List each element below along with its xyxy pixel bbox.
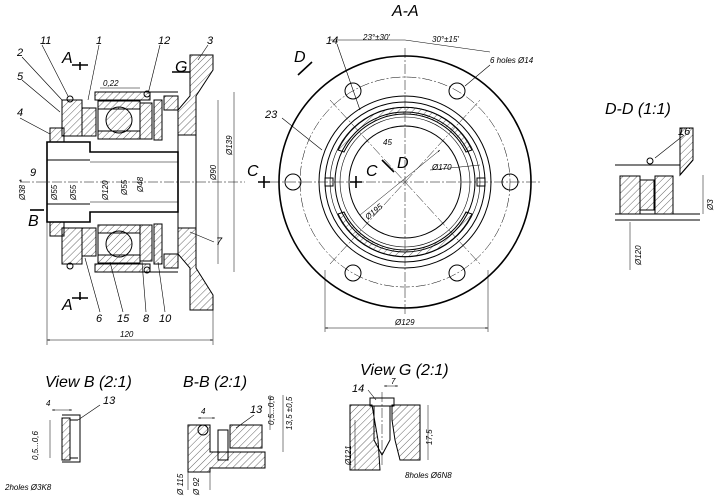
section-bb-title: B-B (2:1) [183, 374, 247, 391]
part-number-13-bb: 13 [250, 404, 263, 416]
section-letter-b: B [28, 213, 39, 230]
hub-shaft [46, 141, 179, 223]
bb-d115: Ø 115 [176, 473, 185, 496]
bolt-hole [344, 82, 362, 100]
part-number-8: 8 [143, 313, 150, 325]
part-number-4: 4 [17, 107, 23, 119]
part-number-5: 5 [17, 71, 24, 83]
dim-d55-inner: Ø55 [69, 184, 78, 201]
bolt-hole [344, 264, 362, 282]
part-number-11: 11 [40, 35, 51, 47]
dim-d55-bore: Ø55 [50, 184, 59, 201]
section-dd-title: D-D (1:1) [605, 101, 671, 118]
section-letter-c-right: C [366, 163, 378, 180]
part-number-6: 6 [96, 313, 103, 325]
part-number-16: 16 [678, 126, 691, 138]
part-number-15: 15 [117, 313, 130, 325]
section-letter-g: G [175, 59, 187, 76]
dim-gap: 0,22 [103, 79, 119, 88]
section-aa-view [258, 39, 540, 332]
dim-d90: Ø90 [209, 164, 218, 181]
dim-dd-d3: Ø3 [706, 199, 715, 211]
flange-lower [177, 227, 214, 311]
part-number-14-g: 14 [352, 383, 364, 395]
bolt-hole [448, 82, 466, 100]
part-number-9: 9 [30, 167, 36, 179]
dim-angle-23: 23°±30' [362, 33, 390, 42]
dim-dd-d120: Ø120 [634, 245, 643, 266]
part-number-2: 2 [16, 47, 23, 59]
bb-width: 4 [201, 407, 206, 416]
dim-d38: Ø38 * [18, 179, 27, 201]
view-g-height: 17,5 [425, 429, 434, 445]
section-letter-a-bottom: A [61, 297, 73, 314]
part-number-10: 10 [159, 313, 172, 325]
view-b-title: View B (2:1) [45, 374, 132, 391]
dim-d129: Ø129 [394, 318, 415, 327]
bolt-hole [284, 173, 302, 191]
view-b [49, 404, 101, 463]
bb-d92: Ø 92 [192, 477, 201, 496]
dim-d120: Ø120 [101, 180, 110, 201]
view-b-width: 4 [46, 399, 51, 408]
view-g-title: View G (2:1) [360, 362, 449, 379]
part-number-12: 12 [158, 35, 170, 47]
section-aa-title: A-A [391, 3, 419, 20]
view-g [349, 385, 429, 471]
part-number-3: 3 [207, 35, 214, 47]
dim-d139: Ø139 [225, 135, 234, 156]
section-dd-view [615, 127, 704, 270]
view-b-depth: 0,5...0,6 [31, 431, 40, 460]
section-bb-view [187, 395, 284, 490]
section-letter-d-center: D [397, 155, 409, 172]
dim-d195: Ø195 [363, 202, 385, 222]
main-section-view [19, 44, 245, 345]
section-letter-d-top: D [294, 49, 306, 66]
part-number-23: 23 [264, 109, 278, 121]
part-number-14-aa: 14 [326, 35, 338, 47]
dim-angle-45: 45 [383, 138, 392, 147]
part-number-13-view-b: 13 [103, 395, 116, 407]
dim-d55-shaft: Ø55 [120, 179, 129, 196]
dim-d48: Ø48 [136, 176, 145, 193]
view-g-holes: 8holes Ø6N8 [405, 471, 452, 480]
view-g-d121: Ø121 [344, 445, 353, 466]
bb-depth: 0,5...0,6 [267, 396, 276, 425]
bolt-hole [448, 264, 466, 282]
dim-angle-30: 30°±15' [432, 35, 459, 44]
part-number-7: 7 [216, 236, 223, 248]
view-g-width: 7 [391, 377, 396, 386]
dim-d170: Ø170 [431, 163, 452, 172]
dim-length-120: 120 [120, 330, 134, 339]
dim-holes-aa: 6 holes Ø14 [490, 56, 534, 65]
section-letter-a-top: A [61, 50, 73, 67]
bb-height: 13,5 ±0,5 [285, 396, 294, 430]
section-letter-c-left: C [247, 163, 259, 180]
part-number-1: 1 [96, 35, 102, 47]
view-b-holes: 2holes Ø3K8 [4, 483, 52, 492]
